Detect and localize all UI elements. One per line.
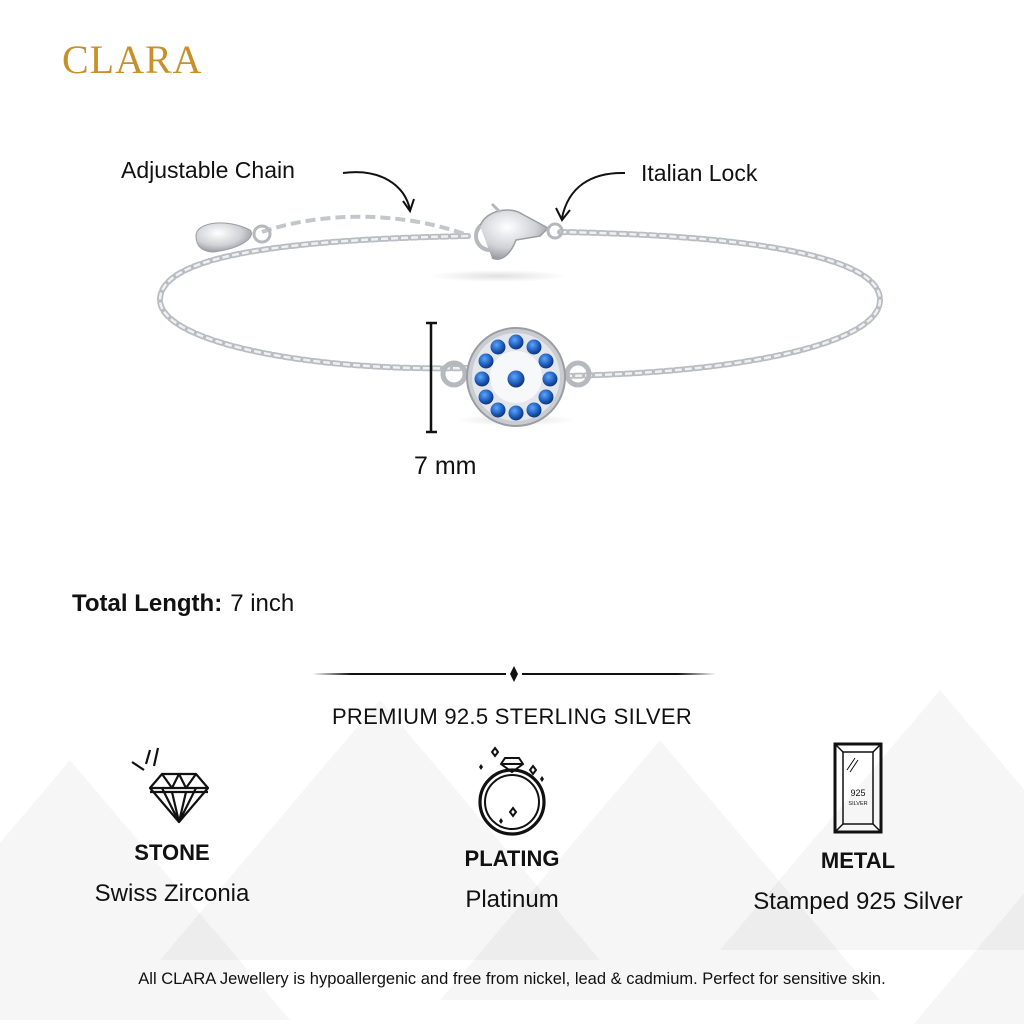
section-title: PREMIUM 92.5 STERLING SILVER	[331, 704, 693, 729]
total-length: Total Length: 7 inch	[72, 590, 294, 618]
footer-note: All CLARA Jewellery is hypoallergenic an…	[138, 970, 886, 988]
total-length-value: 7 inch	[230, 590, 295, 617]
feature-title: STONE	[134, 840, 210, 865]
feature-title: PLATING	[464, 846, 560, 871]
icon-text-925: 925	[850, 788, 865, 798]
bracelet-image	[156, 171, 884, 434]
diamond-icon	[131, 747, 210, 824]
pendant-size-label: 7 mm	[414, 452, 477, 480]
feature-title: METAL	[820, 848, 896, 873]
feature-value: Platinum	[465, 886, 559, 913]
feature-value: Swiss Zirconia	[94, 880, 250, 907]
feature-metal: 925 SILVER METAL Stamped 925 Silver	[718, 742, 998, 916]
callout-adjustable-chain: Adjustable Chain	[121, 157, 295, 183]
silver-bar-icon: 925 SILVER	[833, 742, 883, 834]
ornamental-divider	[312, 666, 716, 682]
feature-stone: STONE Swiss Zirconia	[32, 744, 312, 908]
brand-logo: CLARA	[62, 37, 203, 82]
icon-text-silver: SILVER	[848, 801, 867, 807]
ring-icon	[478, 746, 546, 836]
total-length-label: Total Length:	[72, 590, 223, 617]
feature-plating: PLATING Platinum	[372, 740, 652, 914]
callout-italian-lock: Italian Lock	[641, 160, 758, 186]
feature-value: Stamped 925 Silver	[753, 888, 963, 915]
